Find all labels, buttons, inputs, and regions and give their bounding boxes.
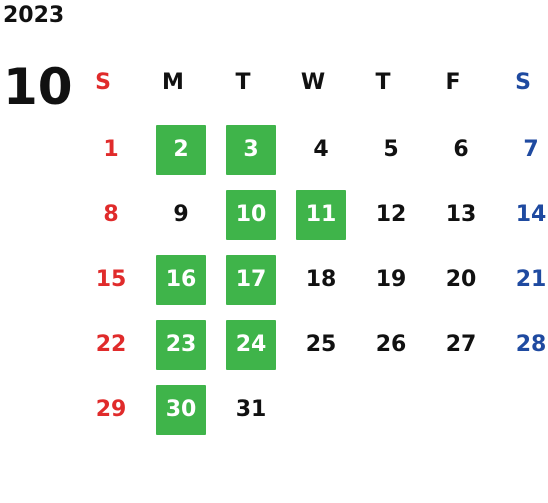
calendar-day[interactable]: 31 bbox=[235, 397, 267, 422]
calendar-day[interactable]: 20 bbox=[445, 267, 477, 292]
calendar-day[interactable]: 14 bbox=[515, 202, 547, 227]
year-label: 2023 bbox=[3, 3, 65, 28]
calendar-day[interactable]: 9 bbox=[173, 202, 189, 227]
calendar-day[interactable]: 1 bbox=[103, 137, 119, 162]
calendar-day-highlighted[interactable]: 2 bbox=[156, 125, 206, 175]
calendar-day[interactable]: 26 bbox=[375, 332, 407, 357]
weekday-label: T bbox=[235, 70, 251, 95]
calendar-day[interactable]: 7 bbox=[523, 137, 539, 162]
weekday-label: W bbox=[300, 70, 326, 95]
calendar-day-highlighted[interactable]: 24 bbox=[226, 320, 276, 370]
calendar-day[interactable]: 21 bbox=[515, 267, 547, 292]
calendar-day[interactable]: 18 bbox=[305, 267, 337, 292]
calendar-day[interactable]: 29 bbox=[95, 397, 127, 422]
calendar-day-highlighted[interactable]: 23 bbox=[156, 320, 206, 370]
weekday-header: S M T W T F S bbox=[68, 66, 548, 100]
calendar-day[interactable]: 6 bbox=[453, 137, 469, 162]
weekday-label: S bbox=[515, 70, 531, 95]
calendar-day[interactable]: 13 bbox=[445, 202, 477, 227]
month-number: 10 bbox=[3, 58, 73, 116]
calendar-day[interactable]: 5 bbox=[383, 137, 399, 162]
calendar-day[interactable]: 12 bbox=[375, 202, 407, 227]
weekday-label: S bbox=[95, 70, 111, 95]
calendar-day-highlighted[interactable]: 11 bbox=[296, 190, 346, 240]
weekday-label: F bbox=[445, 70, 461, 95]
calendar-day-highlighted[interactable]: 10 bbox=[226, 190, 276, 240]
calendar-day[interactable]: 4 bbox=[313, 137, 329, 162]
weekday-label: T bbox=[375, 70, 391, 95]
calendar-day-highlighted[interactable]: 30 bbox=[156, 385, 206, 435]
calendar-day-highlighted[interactable]: 3 bbox=[226, 125, 276, 175]
calendar-day[interactable]: 28 bbox=[515, 332, 547, 357]
weekday-label: M bbox=[162, 70, 184, 95]
calendar-day-highlighted[interactable]: 16 bbox=[156, 255, 206, 305]
calendar-day[interactable]: 27 bbox=[445, 332, 477, 357]
calendar-day[interactable]: 15 bbox=[95, 267, 127, 292]
calendar-day[interactable]: 25 bbox=[305, 332, 337, 357]
calendar-day[interactable]: 22 bbox=[95, 332, 127, 357]
calendar-day-highlighted[interactable]: 17 bbox=[226, 255, 276, 305]
calendar-day[interactable]: 19 bbox=[375, 267, 407, 292]
calendar-day[interactable]: 8 bbox=[103, 202, 119, 227]
